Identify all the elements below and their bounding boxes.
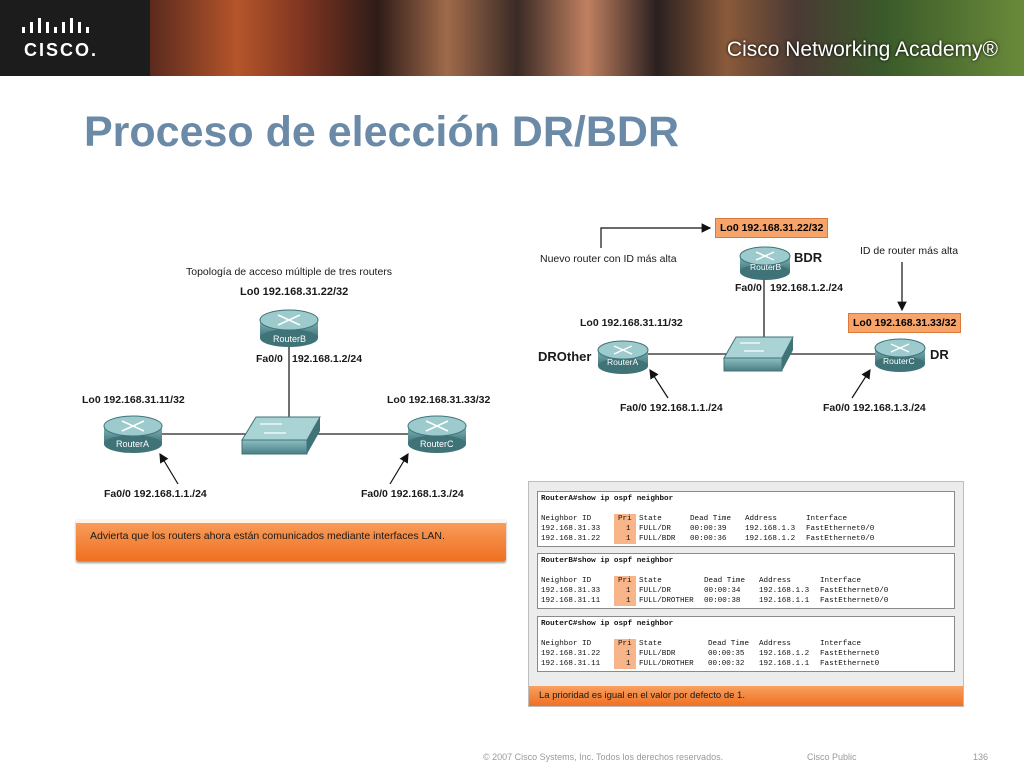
table-row: 192.168.31.11 1 FULL/DROTHER 00:00:38 19…	[541, 597, 889, 605]
slide-title: Proceso de elección DR/BDR	[84, 108, 680, 156]
left-routerc-fa: Fa0/0 192.168.1.3./24	[361, 488, 464, 500]
right-routera-fa: Fa0/0 192.168.1.1./24	[620, 402, 723, 414]
right-routera-role: DROther	[538, 349, 592, 364]
left-router-c-icon	[407, 415, 467, 453]
right-switch	[723, 336, 794, 372]
note-text: Advierta que los routers ahora están com…	[90, 530, 445, 542]
left-routerb-port: Fa0/0	[256, 353, 283, 365]
right-routerc-loopback: Lo0 192.168.31.33/32	[848, 313, 962, 333]
left-router-a-icon	[103, 415, 163, 453]
right-arrow-new-router	[600, 223, 712, 248]
left-switch	[241, 416, 321, 455]
left-routerb-ip: 192.168.1.2/24	[292, 353, 363, 365]
table-header: Neighbor ID Pri State Dead Time Address …	[541, 577, 862, 585]
left-arrow-a	[159, 452, 179, 485]
cisco-bars-icon	[22, 18, 89, 33]
right-router-c-icon	[874, 338, 926, 372]
left-routerb-loopback: Lo0 192.168.31.22/32	[240, 286, 349, 298]
header-banner: CISCO. Cisco Networking Academy®	[0, 0, 1024, 76]
table-row: 192.168.31.22 1 FULL/BDR 00:00:35 192.16…	[541, 650, 880, 658]
note-box: Advierta que los routers ahora están com…	[76, 519, 506, 561]
right-routerc-fa: Fa0/0 192.168.1.3./24	[823, 402, 926, 414]
left-routerb-label: RouterB	[273, 334, 307, 344]
pri-highlight	[614, 514, 636, 544]
table-row: 192.168.31.11 1 FULL/DROTHER 00:00:32 19…	[541, 660, 880, 668]
left-caption: Topología de acceso múltiple de tres rou…	[186, 266, 393, 278]
cli-block-routerc: RouterC#show ip ospf neighbor Neighbor I…	[537, 616, 955, 672]
cli-block-routerb: RouterB#show ip ospf neighbor Neighbor I…	[537, 553, 955, 609]
right-routerc-label: RouterC	[883, 356, 915, 366]
right-routera-label: RouterA	[607, 357, 639, 367]
cli-command: RouterA#show ip ospf neighbor	[541, 495, 674, 503]
pri-highlight	[614, 639, 636, 669]
right-routera-loopback: Lo0 192.168.31.11/32	[580, 317, 683, 329]
right-arrow-c	[851, 368, 871, 399]
copyright: © 2007 Cisco Systems, Inc. Todos los der…	[483, 752, 724, 762]
right-arrow-a	[649, 368, 669, 399]
cli-command: RouterB#show ip ospf neighbor	[541, 557, 674, 565]
table-row: 192.168.31.22 1 FULL/BDR 00:00:36 192.16…	[541, 535, 875, 543]
left-routera-fa: Fa0/0 192.168.1.1./24	[104, 488, 207, 500]
ospf-footer-text: La prioridad es igual en el valor por de…	[539, 690, 745, 701]
right-routerb-ip: 192.168.1.2./24	[770, 282, 843, 294]
left-arrow-c	[389, 452, 409, 485]
right-router-a-icon	[597, 340, 649, 374]
right-routerb-role: BDR	[794, 250, 823, 265]
left-routerc-loopback: Lo0 192.168.31.33/32	[387, 394, 491, 406]
left-router-b-icon	[259, 309, 319, 347]
cli-block-routera: RouterA#show ip ospf neighbor Neighbor I…	[537, 491, 955, 547]
cisco-wordmark: CISCO.	[24, 40, 99, 60]
page-number: 136	[973, 752, 989, 762]
table-row: 192.168.31.33 1 FULL/DR 00:00:34 192.168…	[541, 587, 889, 595]
ospf-output-panel: RouterA#show ip ospf neighbor Neighbor I…	[528, 481, 964, 707]
right-routerb-label: RouterB	[750, 262, 782, 272]
new-router-note: Nuevo router con ID más alta	[540, 253, 677, 265]
pri-highlight	[614, 576, 636, 606]
left-routera-loopback: Lo0 192.168.31.11/32	[82, 394, 185, 406]
table-header: Neighbor ID Pri State Dead Time Address …	[541, 515, 848, 523]
right-routerc-role: DR	[930, 347, 949, 362]
right-routerb-loopback: Lo0 192.168.31.22/32	[715, 218, 829, 238]
cisco-logo: CISCO.	[0, 0, 150, 76]
left-routerc-label: RouterC	[420, 439, 454, 449]
classification: Cisco Public	[807, 752, 857, 762]
academy-title: Cisco Networking Academy®	[726, 38, 998, 61]
ospf-footer-bar: La prioridad es igual en el valor por de…	[529, 686, 963, 706]
cli-command: RouterC#show ip ospf neighbor	[541, 620, 674, 628]
left-routera-label: RouterA	[116, 439, 150, 449]
right-routerb-port: Fa0/0	[735, 282, 762, 294]
table-header: Neighbor ID Pri State Dead Time Address …	[541, 640, 862, 648]
photo-strip	[150, 0, 1024, 76]
right-router-b-icon	[739, 246, 791, 280]
table-row: 192.168.31.33 1 FULL/DR 00:00:39 192.168…	[541, 525, 875, 533]
highest-id-note: ID de router más alta	[860, 245, 959, 257]
